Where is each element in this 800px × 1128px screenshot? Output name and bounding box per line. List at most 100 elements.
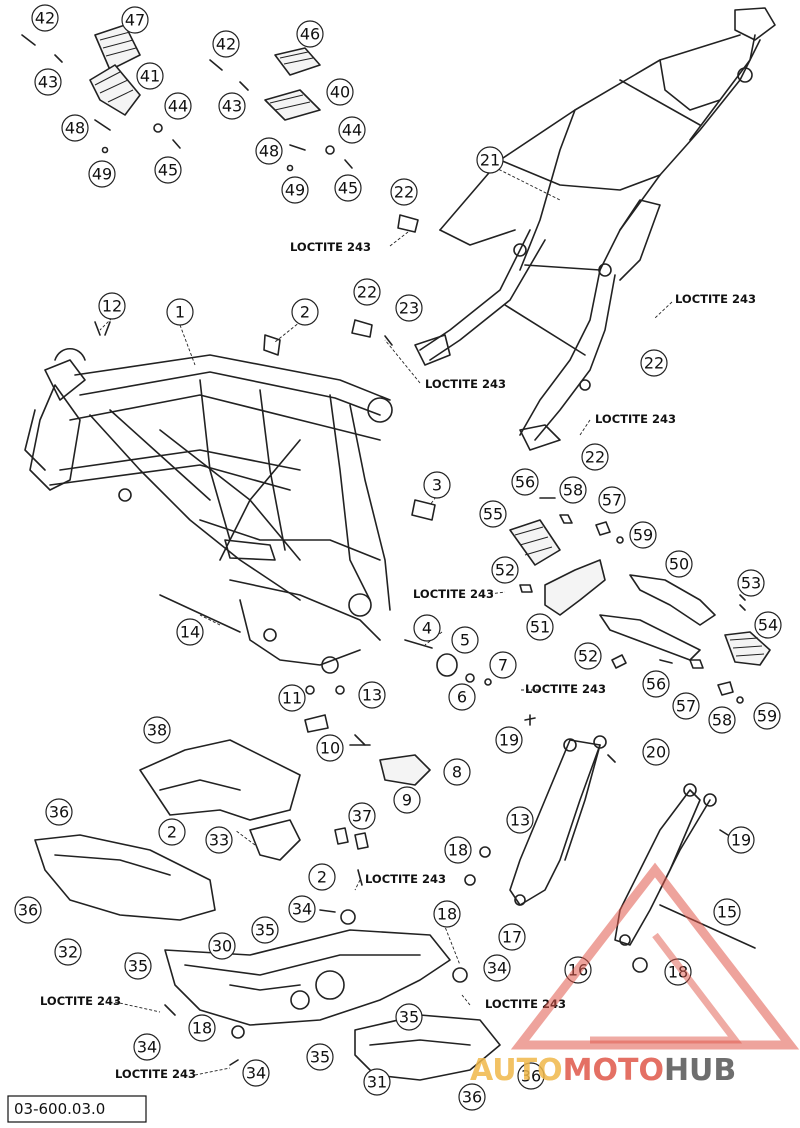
- loctite-note: LOCTITE 243: [115, 1067, 196, 1081]
- callout-circle: [559, 476, 587, 504]
- callout-number: 9: [402, 791, 412, 810]
- callout-circle: [205, 826, 233, 854]
- callout-circle: [45, 798, 73, 826]
- part-callout: 41: [136, 62, 164, 90]
- callout-number: 14: [180, 623, 200, 642]
- part-callout: 34: [483, 954, 511, 982]
- part-callout: 45: [154, 156, 182, 184]
- part-callout: 52: [574, 642, 602, 670]
- part-callout: 9: [393, 786, 421, 814]
- part-callout: 21: [476, 146, 504, 174]
- callout-circle: [498, 923, 526, 951]
- callout-circle: [296, 20, 324, 48]
- part-callout: 22: [390, 178, 418, 206]
- part-callout: 58: [559, 476, 587, 504]
- callout-number: 18: [192, 1019, 212, 1038]
- callout-circle: [395, 1003, 423, 1031]
- callout-number: 42: [216, 35, 236, 54]
- callout-number: 56: [515, 473, 535, 492]
- callout-number: 23: [399, 299, 419, 318]
- part-callout: 56: [642, 670, 670, 698]
- callout-circle: [154, 156, 182, 184]
- part-callout: 5: [451, 626, 479, 654]
- callout-circle: [54, 938, 82, 966]
- callout-circle: [88, 160, 116, 188]
- callout-number: 6: [457, 688, 467, 707]
- callout-number: 40: [330, 83, 350, 102]
- callout-number: 2: [300, 303, 310, 322]
- callout-circle: [242, 1059, 270, 1087]
- part-callout: 38: [143, 716, 171, 744]
- part-callout: 57: [598, 486, 626, 514]
- callout-circle: [288, 895, 316, 923]
- callout-circle: [413, 614, 441, 642]
- part-callout: 18: [188, 1014, 216, 1042]
- callout-circle: [348, 802, 376, 830]
- callout-number: 49: [92, 165, 112, 184]
- callout-circle: [708, 706, 736, 734]
- part-callout: 14: [176, 618, 204, 646]
- diagram-code-label: 03-600.03.0: [7, 1095, 147, 1123]
- part-callout: 45: [334, 174, 362, 202]
- callout-number: 48: [259, 142, 279, 161]
- leader-lines: [99, 164, 673, 1076]
- callout-circle: [458, 1083, 486, 1111]
- callout-number: 47: [125, 11, 145, 30]
- callout-circle: [483, 954, 511, 982]
- part-callout: 59: [629, 521, 657, 549]
- part-callout: 33: [205, 826, 233, 854]
- callout-circle: [208, 932, 236, 960]
- callout-circle: [713, 898, 741, 926]
- part-callout: 44: [164, 92, 192, 120]
- callout-number: 51: [530, 618, 550, 637]
- callout-number: 52: [578, 647, 598, 666]
- part-callout: 46: [296, 20, 324, 48]
- guard-and-skid-plate-drawings: [34, 739, 501, 1081]
- callout-number: 22: [394, 183, 414, 202]
- loctite-note: LOCTITE 243: [40, 994, 121, 1008]
- callout-number: 18: [437, 905, 457, 924]
- callout-circle: [737, 569, 765, 597]
- part-callout: 51: [526, 613, 554, 641]
- callout-number: 59: [757, 707, 777, 726]
- watermark-hub: HUB: [664, 1053, 736, 1088]
- callout-circle: [423, 471, 451, 499]
- callout-number: 35: [255, 921, 275, 940]
- part-callout: 18: [444, 836, 472, 864]
- callout-number: 22: [585, 448, 605, 467]
- part-callout: 19: [495, 726, 523, 754]
- callout-circle: [495, 726, 523, 754]
- callout-circle: [358, 681, 386, 709]
- callout-number: 17: [502, 928, 522, 947]
- callout-number: 35: [128, 957, 148, 976]
- callout-circle: [121, 6, 149, 34]
- part-callout: 36: [458, 1083, 486, 1111]
- part-callout: 49: [281, 176, 309, 204]
- part-callout: 40: [326, 78, 354, 106]
- callout-number: 34: [246, 1064, 266, 1083]
- callout-number: 34: [292, 900, 312, 919]
- callout-number: 3: [432, 476, 442, 495]
- callout-circle: [363, 1068, 391, 1096]
- loctite-note: LOCTITE 243: [413, 587, 494, 601]
- callout-circle: [353, 278, 381, 306]
- watermark-moto: MOTO: [563, 1053, 664, 1088]
- callout-number: 12: [102, 297, 122, 316]
- callout-number: 36: [521, 1067, 541, 1086]
- loctite-note: LOCTITE 243: [525, 682, 606, 696]
- stand-bracket-drawings: [464, 714, 756, 973]
- callout-number: 53: [741, 574, 761, 593]
- callout-number: 31: [367, 1073, 387, 1092]
- part-callout: 11: [278, 684, 306, 712]
- callout-number: 22: [644, 354, 664, 373]
- callout-circle: [14, 896, 42, 924]
- callout-circle: [517, 1062, 545, 1090]
- callout-number: 44: [168, 97, 188, 116]
- callout-circle: [124, 952, 152, 980]
- loctite-note: LOCTITE 243: [290, 240, 371, 254]
- part-callout: 4: [413, 614, 441, 642]
- part-callout: 48: [61, 114, 89, 142]
